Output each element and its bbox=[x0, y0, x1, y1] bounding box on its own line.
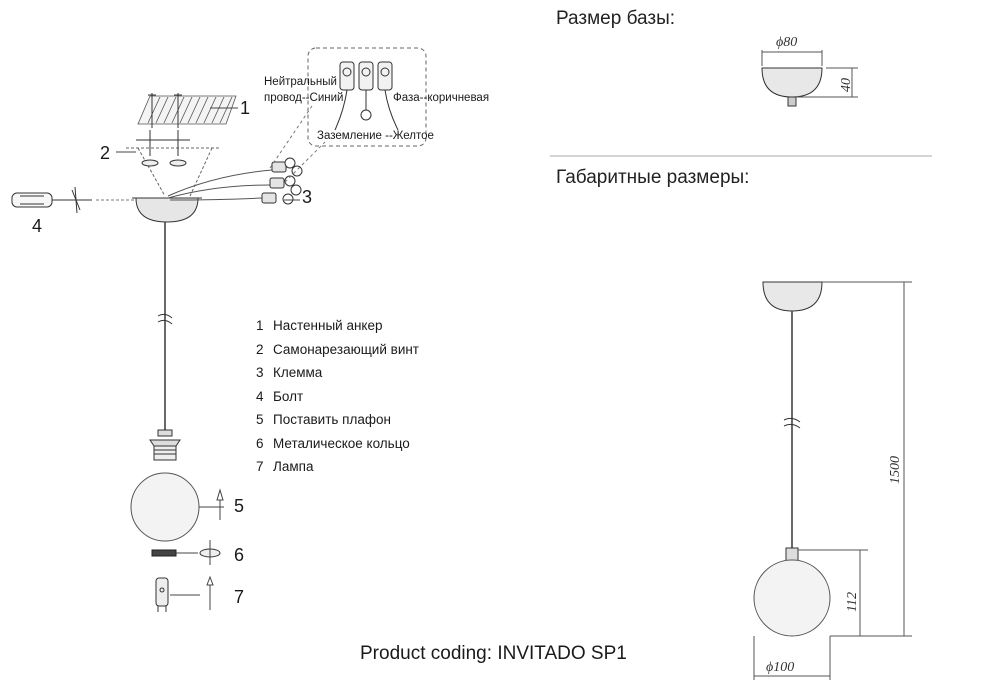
neutral-wire-label-2: провод--Синий bbox=[264, 92, 344, 104]
callout-4: 4 bbox=[32, 216, 43, 236]
bulb-arrow-head bbox=[206, 575, 214, 586]
callout-7: 7 bbox=[234, 587, 245, 607]
screwdriver bbox=[11, 186, 92, 214]
overall-canopy bbox=[762, 281, 823, 312]
callout-3: 3 bbox=[302, 187, 313, 207]
product-coding: Product coding: INVITADO SP1 bbox=[360, 643, 627, 665]
neutral-wire-label-1: Нейтральный bbox=[264, 76, 337, 88]
callout-5: 5 bbox=[234, 496, 245, 516]
globe-shade bbox=[130, 472, 200, 542]
shade-height-label: 112 bbox=[845, 592, 860, 612]
callout-1: 1 bbox=[240, 98, 251, 118]
overall-height-label: 1500 bbox=[888, 456, 903, 484]
base-canopy bbox=[761, 67, 823, 98]
mounting-bracket bbox=[126, 147, 220, 197]
overall-size-heading: Габаритные размеры: bbox=[556, 167, 750, 188]
bracket-plate bbox=[136, 130, 190, 167]
product-coding-label: Product coding: bbox=[360, 643, 493, 664]
ground-wire-label: Заземление --Желтое bbox=[317, 130, 434, 142]
bulb bbox=[155, 577, 169, 612]
ceiling-hatch bbox=[137, 95, 237, 125]
base-stub bbox=[787, 96, 797, 107]
shade-arrow-head bbox=[216, 488, 224, 501]
cord-break bbox=[157, 313, 173, 325]
zoom-lines bbox=[269, 105, 326, 183]
supply-wires bbox=[167, 169, 273, 201]
overall-globe bbox=[753, 559, 831, 637]
phase-wire-label: Фаза--коричневая bbox=[393, 92, 490, 104]
lamp-holder bbox=[149, 429, 181, 461]
metal-ring bbox=[151, 549, 177, 557]
callout-2: 2 bbox=[100, 143, 111, 163]
overall-cord-break bbox=[783, 417, 801, 429]
wiring-inset bbox=[307, 47, 427, 147]
canopy bbox=[135, 197, 199, 223]
shade-diameter-label: ϕ100 bbox=[766, 660, 795, 675]
overall-dimension-lines bbox=[753, 281, 912, 680]
inset-terminals bbox=[334, 61, 399, 131]
terminal-block bbox=[261, 157, 303, 205]
wall-anchors bbox=[148, 93, 182, 128]
base-dimension-lines bbox=[761, 50, 858, 98]
base-size-heading: Размер базы: bbox=[556, 8, 676, 29]
callout-6: 6 bbox=[234, 545, 245, 565]
base-height-label: 40 bbox=[839, 78, 854, 92]
product-code: INVITADO SP1 bbox=[497, 643, 627, 664]
base-diameter-label: ϕ80 bbox=[776, 35, 798, 50]
